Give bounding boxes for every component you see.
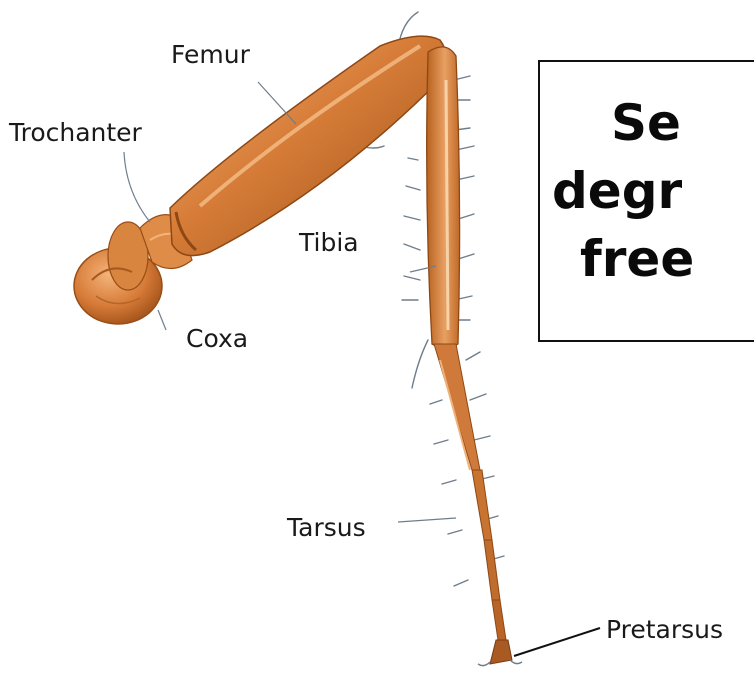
tarsus-leader: [398, 518, 456, 522]
title-line-1: Se: [611, 98, 681, 148]
label-coxa: Coxa: [186, 326, 248, 351]
pretarsus-segment: [478, 640, 522, 666]
leader-lines: [124, 82, 600, 656]
title-box: Se degr free: [538, 60, 754, 342]
label-pretarsus: Pretarsus: [606, 617, 723, 642]
label-tibia: Tibia: [299, 230, 359, 255]
label-trochanter: Trochanter: [9, 120, 142, 145]
title-line-2: degr: [552, 166, 682, 216]
femur-leader: [258, 82, 296, 124]
label-tarsus: Tarsus: [287, 515, 366, 540]
tibia-segment: [427, 47, 460, 348]
label-femur: Femur: [171, 42, 250, 67]
trochanter-leader: [124, 152, 150, 222]
pretarsus-leader: [514, 628, 600, 656]
femur-segment: [170, 36, 447, 255]
title-line-3: free: [580, 234, 694, 284]
coxa-leader: [158, 310, 166, 330]
tarsus-segment: [434, 344, 506, 640]
